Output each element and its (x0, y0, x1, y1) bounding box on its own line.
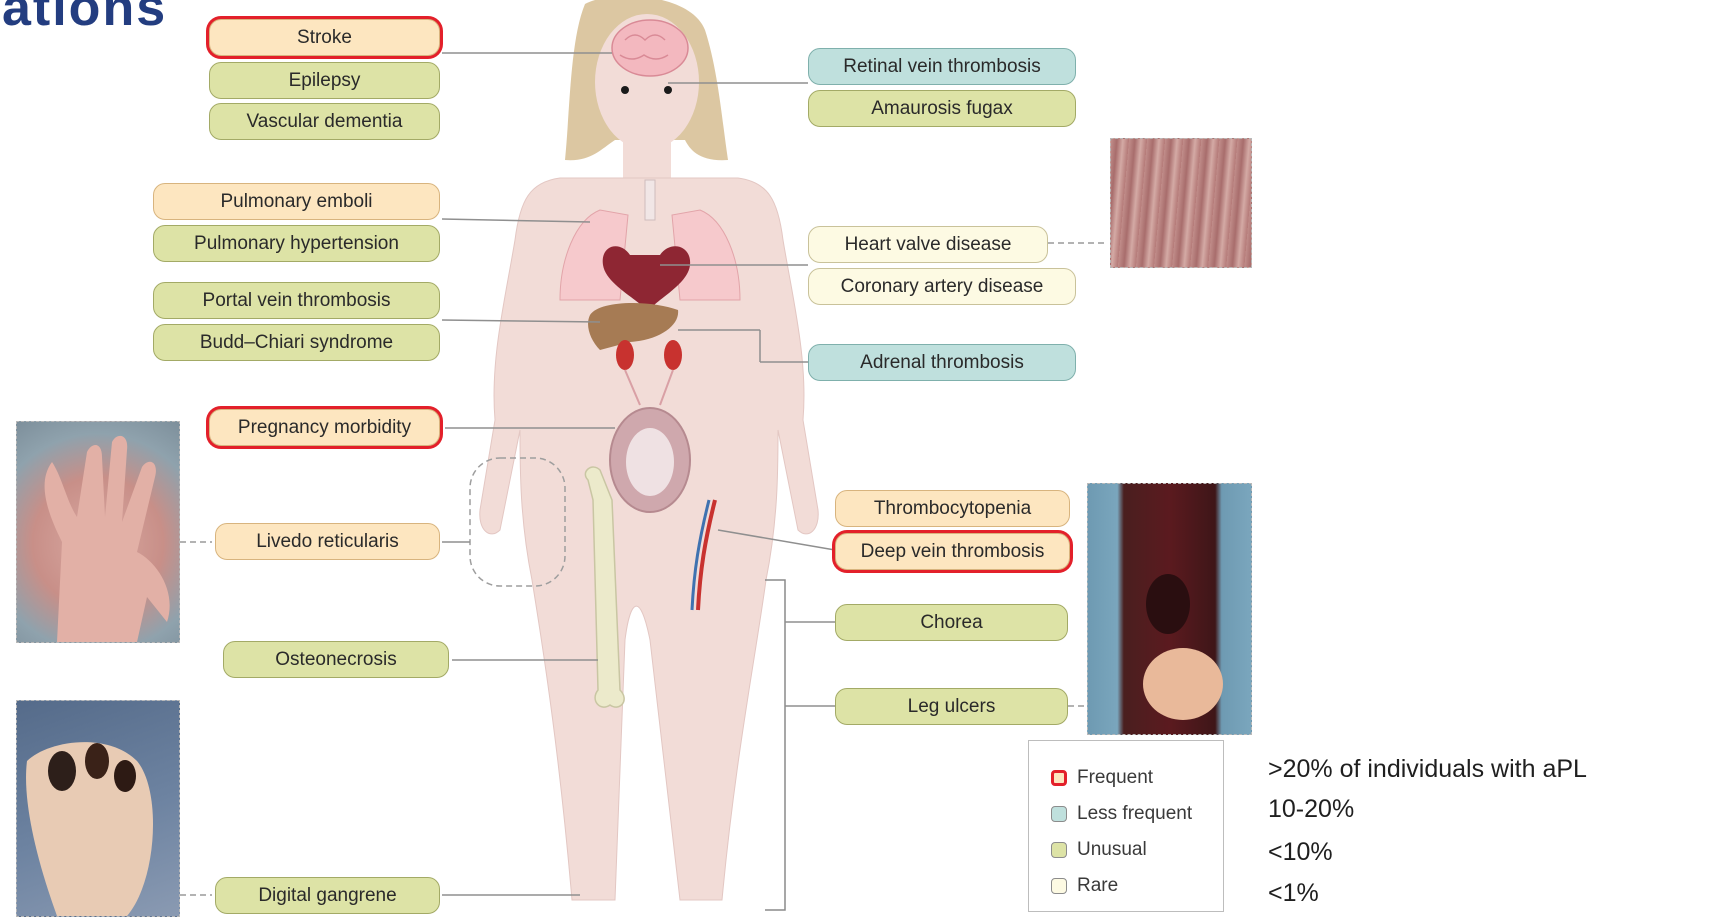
legend-swatch-unusual (1051, 842, 1067, 858)
label-vascular-dementia: Vascular dementia (209, 103, 440, 140)
percent-frequent: >20% of individuals with aPL (1268, 755, 1587, 784)
left-eye (621, 86, 629, 94)
left-kidney (616, 340, 634, 370)
label-pulmonary-hypertension: Pulmonary hypertension (153, 225, 440, 262)
right-kidney (664, 340, 682, 370)
label-stroke: Stroke (209, 19, 440, 56)
legend-row-rare: Rare (1051, 875, 1118, 897)
legend-label-rare: Rare (1077, 875, 1118, 897)
legend-swatch-frequent (1051, 770, 1067, 786)
label-chorea: Chorea (835, 604, 1068, 641)
label-livedo-reticularis: Livedo reticularis (215, 523, 440, 560)
legend-swatch-less-frequent (1051, 806, 1067, 822)
label-coronary-artery-disease: Coronary artery disease (808, 268, 1076, 305)
legend-label-less-frequent: Less frequent (1077, 803, 1192, 825)
legend: Frequent Less frequent Unusual Rare (1028, 740, 1224, 912)
ulcer-shape (1088, 484, 1251, 734)
label-retinal-vein-thrombosis: Retinal vein thrombosis (808, 48, 1076, 85)
label-heart-valve-disease: Heart valve disease (808, 226, 1048, 263)
percent-unusual: <10% (1268, 838, 1333, 867)
label-pregnancy-morbidity: Pregnancy morbidity (209, 409, 440, 446)
legend-label-unusual: Unusual (1077, 839, 1147, 861)
label-portal-vein-thrombosis: Portal vein thrombosis (153, 282, 440, 319)
foot-shape (17, 701, 179, 916)
legend-swatch-rare (1051, 878, 1067, 894)
hand-photo (16, 421, 180, 643)
percent-less-frequent: 10-20% (1268, 795, 1354, 824)
legend-label-frequent: Frequent (1077, 767, 1153, 789)
hand-shape (17, 422, 179, 642)
label-digital-gangrene: Digital gangrene (215, 877, 440, 914)
label-leg-ulcers: Leg ulcers (835, 688, 1068, 725)
right-eye (664, 86, 672, 94)
legend-row-less-frequent: Less frequent (1051, 803, 1192, 825)
label-amaurosis-fugax: Amaurosis fugax (808, 90, 1076, 127)
label-deep-vein-thrombosis: Deep vein thrombosis (835, 533, 1070, 570)
foot-photo (16, 700, 180, 917)
label-budd-chiari: Budd–Chiari syndrome (153, 324, 440, 361)
label-pulmonary-emboli: Pulmonary emboli (153, 183, 440, 220)
bracket (765, 580, 785, 910)
label-epilepsy: Epilepsy (209, 62, 440, 99)
heart-valve-photo (1110, 138, 1252, 268)
legend-row-frequent: Frequent (1051, 767, 1153, 789)
label-osteonecrosis: Osteonecrosis (223, 641, 449, 678)
leg-ulcer-photo (1087, 483, 1252, 735)
brain (612, 20, 688, 76)
legend-row-unusual: Unusual (1051, 839, 1147, 861)
percent-rare: <1% (1268, 879, 1319, 908)
label-thrombocytopenia: Thrombocytopenia (835, 490, 1070, 527)
label-adrenal-thrombosis: Adrenal thrombosis (808, 344, 1076, 381)
